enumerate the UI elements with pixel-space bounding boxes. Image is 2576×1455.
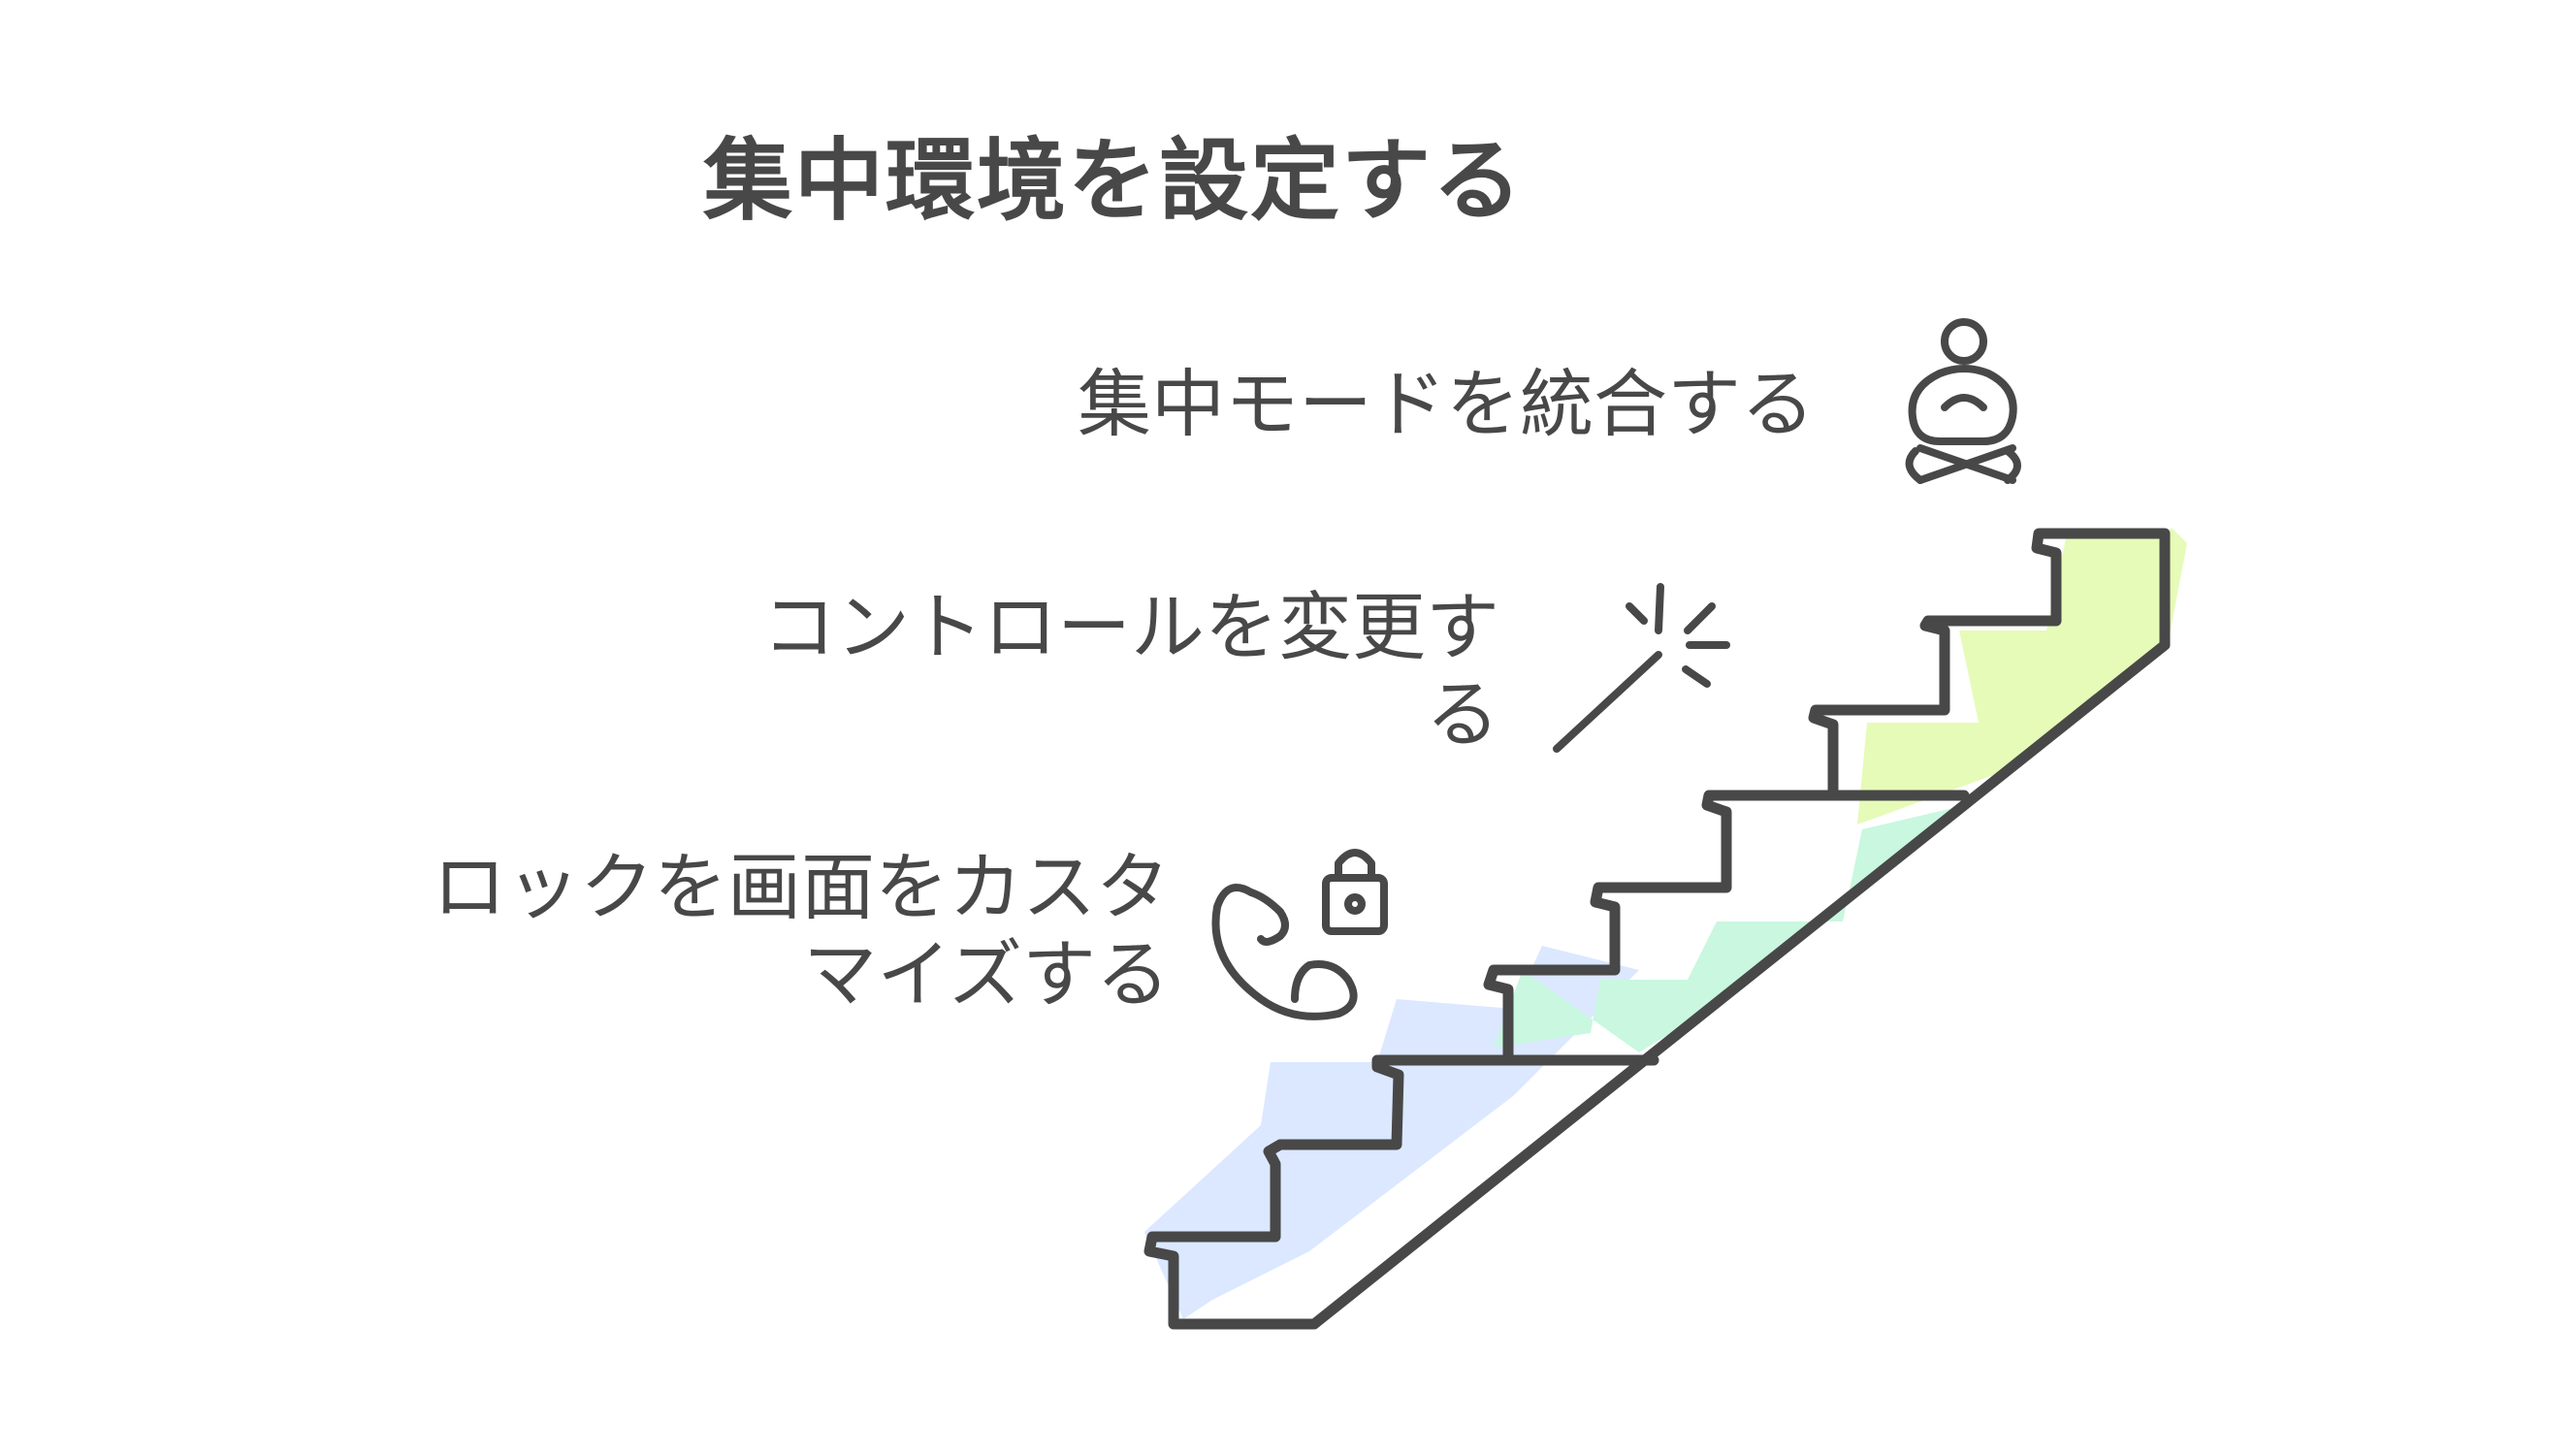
stair-fill-controls [1494,803,1974,1052]
phone-lock-icon [1215,853,1384,1017]
meditation-icon [1910,322,2017,480]
magic-wand-icon [1557,587,1726,749]
stair-fill-focus [1857,529,2187,824]
